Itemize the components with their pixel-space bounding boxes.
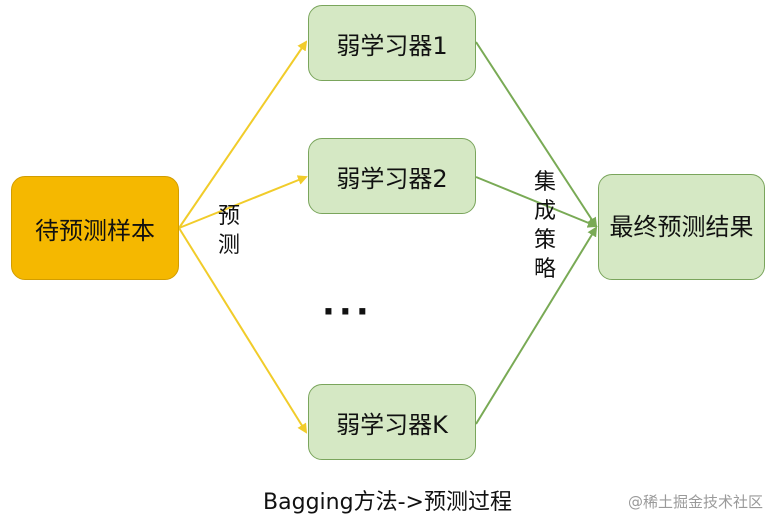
diagram-caption: Bagging方法->预测过程 bbox=[263, 490, 512, 515]
ensemble-arrow-1 bbox=[475, 41, 598, 228]
weak-learner-2-node: 弱学习器2 bbox=[308, 138, 476, 214]
watermark: @稀土掘金技术社区 bbox=[627, 493, 763, 511]
predict-arrow-k bbox=[178, 227, 308, 434]
weak-learner-k-node: 弱学习器K bbox=[308, 384, 476, 460]
predict-label: 预测 bbox=[217, 204, 240, 258]
ensemble-arrow-2 bbox=[475, 176, 598, 228]
ellipsis: ··· bbox=[322, 292, 373, 332]
predict-arrow-2 bbox=[178, 175, 308, 229]
ensemble-strategy-label: 集成策略 bbox=[533, 170, 556, 282]
predict-arrow-1 bbox=[178, 40, 308, 229]
input-sample-node: 待预测样本 bbox=[11, 176, 179, 280]
ensemble-arrow-k bbox=[475, 226, 598, 425]
weak-learner-1-node: 弱学习器1 bbox=[308, 5, 476, 81]
final-result-node: 最终预测结果 bbox=[598, 174, 765, 280]
